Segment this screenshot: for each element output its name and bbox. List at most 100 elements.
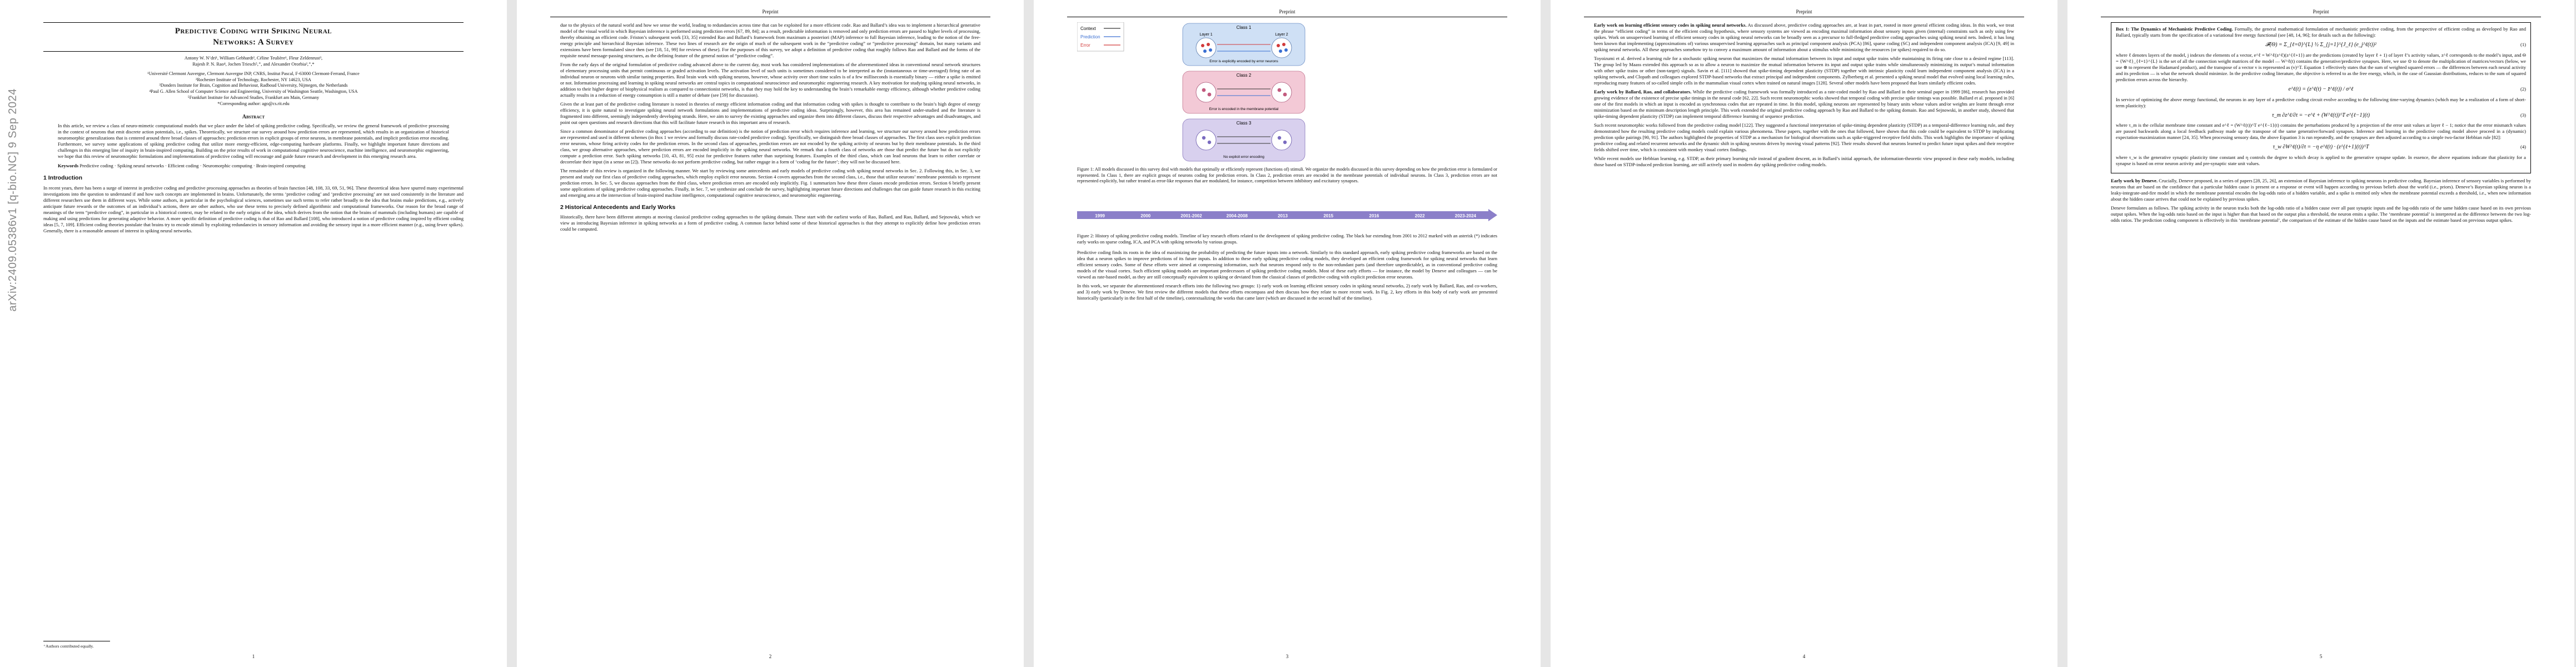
equation-4-number: (4) xyxy=(2520,144,2526,150)
paragraph-text: While the predictive coding framework wa… xyxy=(1594,89,2014,119)
page-5: Preprint Box 1: The Dynamics of Mechanis… xyxy=(2067,0,2574,667)
page-number-3: 3 xyxy=(1285,654,1289,660)
box-1-paragraph: In service of optimizing the above energ… xyxy=(2116,96,2526,108)
figure-1-diagram: Context Prediction Error Class 1 Layer 1… xyxy=(1077,22,1306,162)
figure-2-caption: Figure 2: History of spiking predictive … xyxy=(1077,233,1497,245)
page-number-5: 5 xyxy=(2319,654,2323,660)
timeline-year-label: 2016 xyxy=(1369,213,1379,218)
figure-1-caption-block: Figure 1: All models discussed in this s… xyxy=(1077,167,1497,187)
running-head: Preprint xyxy=(2313,9,2329,14)
page-2-body: due to the physics of the natural world … xyxy=(560,22,980,235)
page-4: Preprint Early work on learning efficien… xyxy=(1551,0,2057,667)
class-3-label: Class 3 xyxy=(1237,121,1252,126)
footnote: ⁺Authors contributed equally. xyxy=(43,644,94,649)
author-list: Antony W. N’dri¹, William Gebhardt², Cél… xyxy=(43,55,464,68)
title-line-1: Predictive Coding with Spiking Neural xyxy=(175,27,332,36)
timeline-year-label: 2022 xyxy=(1415,213,1425,218)
class-3-panel: Class 3 No explicit error encoding xyxy=(1182,118,1306,162)
arxiv-identifier: arXiv:2409.05386v1 [q-bio.NC] 9 Sep 2024 xyxy=(7,88,19,312)
running-head: Preprint xyxy=(1279,9,1296,14)
box-1-paragraph: where ℓ denotes layers of the model, j i… xyxy=(2116,52,2526,82)
paragraph: Toyoizumi et al. derived a learning rule… xyxy=(1594,56,2014,86)
equation-1-body: 𝓕(Θ) = Σ_{ℓ=0}^{L} ½ Σ_{j=1}^{J_ℓ} (e_j^… xyxy=(2265,42,2376,48)
timeline-year-label: 1999 xyxy=(1095,213,1105,218)
section-2-heading: 2 Historical Antecedents and Early Works xyxy=(560,204,676,211)
timeline-year-label: 2001-2002 xyxy=(1180,213,1202,218)
paragraph-lead: Early work by Ballard, Rao, and collabor… xyxy=(1594,89,1692,94)
class-1-note: Error is explicitly encoded by error neu… xyxy=(1209,59,1278,63)
abstract-heading: Abstract xyxy=(242,113,265,120)
page-2: Preprint due to the physics of the natur… xyxy=(517,0,1024,667)
paragraph-text: As discussed above, predictive coding ap… xyxy=(1594,22,2014,52)
class-3-note: No explicit error encoding xyxy=(1223,155,1264,159)
class-2-note: Error is encoded in the membrane potenti… xyxy=(1209,107,1279,111)
running-head: Preprint xyxy=(762,9,779,14)
keywords-text: Predictive coding · Spiking neural netwo… xyxy=(79,163,306,169)
figure-1-caption: Figure 1: All models discussed in this s… xyxy=(1077,167,1497,184)
authors-line-1: Antony W. N’dri¹, William Gebhardt², Cél… xyxy=(184,56,323,61)
equation-3: τ_m ∂z^ℓ/∂t = −e^ℓ + (W^ℓ(t))^T e^{ℓ−1}(… xyxy=(2116,112,2526,120)
figure-2-timeline: 1999 2000 2001-2002 2004-2008 2013 2015 2016 20… xyxy=(1077,207,1497,229)
equation-2-body: e^ℓ(t) = (z^ℓ(t) − z̄^ℓ(t)) / σ^ℓ xyxy=(2288,86,2354,92)
page-number-4: 4 xyxy=(1802,654,1806,660)
affiliation-2: ²Rochester Institute of Technology, Roch… xyxy=(196,77,311,82)
affiliation-3: ³Donders Institute for Brain, Cognition … xyxy=(159,83,348,88)
timeline-year-label: 2004-2008 xyxy=(1227,213,1248,218)
class-1-label: Class 1 xyxy=(1237,25,1252,30)
page-3-body: Figure 2: History of spiking predictive … xyxy=(1077,233,1497,304)
page-1: arXiv:2409.05386v1 [q-bio.NC] 9 Sep 2024… xyxy=(0,0,507,667)
abstract-text: In this article, we review a class of ne… xyxy=(58,123,449,160)
paragraph: Early work by Ballard, Rao, and collabor… xyxy=(1594,89,2014,120)
class-1-layer-2-label: Layer 2 xyxy=(1275,33,1288,37)
paragraph: due to the physics of the natural world … xyxy=(560,22,980,58)
arxiv-sidebar-id: arXiv:2409.05386v1 [q-bio.NC] 9 Sep 2024 xyxy=(3,56,23,345)
box-1-paragraph: where τ_m is the cellular membrane time … xyxy=(2116,122,2526,141)
paper-title: Predictive Coding with Spiking Neural Ne… xyxy=(43,26,464,48)
page-5-body: Box 1: The Dynamics of Mechanistic Predi… xyxy=(2111,22,2531,226)
box-1-title: Box 1: The Dynamics of Mechanistic Predi… xyxy=(2116,26,2233,32)
affiliation-1: ¹Université Clermont Auvergne, Clermont … xyxy=(147,71,360,76)
paragraph: Such recent neuromorphic works followed … xyxy=(1594,122,2014,152)
corresponding-author: *Corresponding author: ago@cs.rit.edu xyxy=(217,101,290,106)
affiliation-4: ⁴Paul G. Allen School of Computer Scienc… xyxy=(149,89,358,94)
paragraph: Since a common denominator of predictive… xyxy=(560,128,980,165)
paragraph: The remainder of this review is organize… xyxy=(560,168,980,198)
equation-4-body: τ_w ∂W^ℓ(t)/∂t = −η e^ℓ(t) · (z^{ℓ+1}(t)… xyxy=(2273,144,2369,151)
equation-1: 𝓕(Θ) = Σ_{ℓ=0}^{L} ½ Σ_{j=1}^{J_ℓ} (e_j^… xyxy=(2116,42,2526,49)
page-number-1: 1 xyxy=(252,654,255,660)
paragraph: In this work, we separate the aforementi… xyxy=(1077,283,1497,301)
affiliation-5: ⁵Frankfurt Institute for Advanced Studie… xyxy=(187,95,320,100)
legend-prediction: Prediction xyxy=(1080,34,1100,39)
keywords-label: Keywords xyxy=(58,163,79,169)
paragraph: Given the at least part of the predictiv… xyxy=(560,101,980,125)
box-1-intro: Box 1: The Dynamics of Mechanistic Predi… xyxy=(2116,26,2526,38)
title-rule-top xyxy=(43,22,464,23)
box-1: Box 1: The Dynamics of Mechanistic Predi… xyxy=(2111,22,2531,174)
figure-1-legend: Context Prediction Error xyxy=(1077,22,1124,52)
running-head: Preprint xyxy=(1796,9,1812,14)
paragraph: Early work on learning efficient sensory… xyxy=(1594,22,2014,53)
equation-3-body: τ_m ∂z^ℓ/∂t = −e^ℓ + (W^ℓ(t))^T e^{ℓ−1}(… xyxy=(2271,112,2370,118)
legend-context: Context xyxy=(1080,26,1096,31)
paragraph-lead: Early work on learning efficient sensory… xyxy=(1594,22,1747,28)
paragraph-lead: Early work by Deneve. xyxy=(2111,178,2158,184)
box-1-text: Formally, the general mathematical formu… xyxy=(2116,26,2526,38)
timeline-svg: 1999 2000 2001-2002 2004-2008 2013 2015 2016 20… xyxy=(1077,209,1497,221)
section-2-text: Historically, there have been different … xyxy=(560,214,980,232)
timeline-year-label: 2013 xyxy=(1278,213,1288,218)
class-2-label: Class 2 xyxy=(1237,73,1252,78)
timeline-year-label: 2000 xyxy=(1140,213,1150,218)
paragraph: Early work by Deneve. Crucially, Deneve … xyxy=(2111,178,2531,202)
figure-1: Context Prediction Error Class 1 Layer 1… xyxy=(1077,22,1497,164)
timeline-year-label: 2015 xyxy=(1323,213,1333,218)
authors-line-2: Rajesh P. N. Rao⁴, Jochen Triesch⁵,⁺, an… xyxy=(192,62,315,67)
page-1-body: Predictive Coding with Spiking Neural Ne… xyxy=(43,22,464,237)
equation-1-number: (1) xyxy=(2520,42,2526,47)
page-4-body: Early work on learning efficient sensory… xyxy=(1594,22,2014,171)
paragraph-text: Crucially, Deneve proposed, in a series … xyxy=(2111,178,2531,202)
legend-error: Error xyxy=(1080,43,1090,48)
class-2-panel: Class 2 Error is encoded in the membrane… xyxy=(1182,71,1306,114)
equation-3-number: (3) xyxy=(2520,112,2526,118)
paragraph: Deneve formulates as follows. The spikin… xyxy=(2111,205,2531,223)
paragraph: Predictive coding finds its roots in the… xyxy=(1077,250,1497,280)
